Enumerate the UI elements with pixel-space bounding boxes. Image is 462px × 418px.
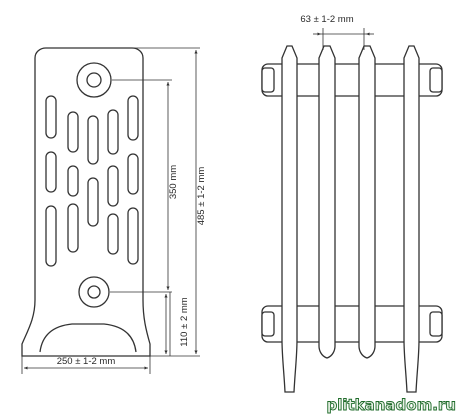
height-label: 485 ± 1-2 mm [196,167,207,226]
end-plug [429,67,443,93]
height-dimension [132,47,200,357]
width-dimension [21,356,151,374]
width-label: 250 ± 1-2 mm [57,356,116,367]
end-plug [429,311,443,337]
panel-slot [87,115,99,165]
panel-slot [127,95,139,141]
radiator-body-outline [21,47,151,357]
axis-distance-label: 350 mm [168,165,179,199]
panel-slot [87,177,99,227]
base-height-label: 110 ± 2 mm [179,297,190,346]
pitch-label: 63 ± 1-2 mm [300,14,353,25]
panel-slot [127,207,139,265]
top-connector-inner [86,72,102,88]
site-watermark: plitkanadom.ru [326,396,456,414]
base-height-dimension [164,292,171,356]
top-connector [76,62,112,98]
radiator-section [358,45,376,359]
panel-slot [67,165,79,197]
panel-slot [67,203,79,253]
front-view [21,47,151,357]
panel-slot [67,111,79,153]
panel-slot [45,151,57,193]
axis-distance-dimension [110,79,172,293]
panel-slot [107,109,119,155]
radiator-section [318,45,336,359]
bottom-connector-inner [87,285,101,299]
panel-slot [45,205,57,267]
panel-slot [107,213,119,255]
end-plug [261,311,275,337]
end-plug [261,67,275,93]
panel-slot [107,165,119,207]
pitch-dimension [313,28,374,50]
radiator-section [281,45,298,393]
side-view [261,45,443,393]
panel-slot [127,153,139,195]
panel-slot [45,95,57,139]
radiator-section [403,45,420,393]
bottom-connector [78,276,110,308]
radiator-foot-arch [39,323,137,353]
